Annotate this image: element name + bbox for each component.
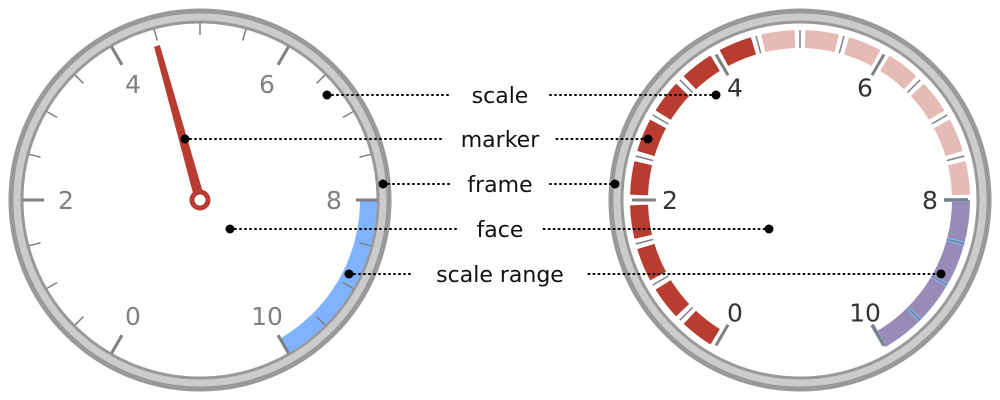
major-tick <box>276 334 290 355</box>
tick-label: 4 <box>727 73 743 102</box>
scale-segment <box>880 55 917 90</box>
scale-segment <box>655 83 690 120</box>
scale-segment <box>907 276 948 321</box>
leader-dot <box>378 179 388 189</box>
tick-label: 2 <box>662 186 678 215</box>
annotation-label-scale: scale <box>472 84 529 109</box>
annotation-label-face: face <box>477 218 524 243</box>
tick-label: 8 <box>922 186 938 215</box>
scale-segment <box>946 200 970 244</box>
tick-label: 6 <box>259 70 275 99</box>
minor-tick <box>931 114 948 125</box>
tick-label: 2 <box>58 186 74 215</box>
minor-tick <box>74 74 84 84</box>
tick-label: 8 <box>326 186 342 215</box>
minor-tick <box>342 110 354 119</box>
annotations: scale marker frame face scale range <box>180 84 946 288</box>
minor-tick <box>652 114 669 125</box>
scale-segment <box>843 37 881 67</box>
major-tick <box>276 45 290 66</box>
minor-tick <box>679 306 694 321</box>
minor-tick <box>241 28 247 41</box>
leader-dot <box>344 269 354 279</box>
minor-tick <box>635 238 654 245</box>
minor-tick <box>946 155 965 162</box>
leader-dot <box>936 269 946 279</box>
minor-tick <box>652 275 669 286</box>
minor-tick <box>316 74 326 84</box>
major-tick <box>870 323 886 347</box>
minor-tick <box>153 28 159 41</box>
scale-segment <box>910 83 945 120</box>
minor-tick <box>635 155 654 162</box>
marker-needle <box>154 45 205 202</box>
scale-segment <box>947 161 970 196</box>
tick-label: 10 <box>849 299 881 328</box>
minor-tick <box>931 275 948 286</box>
needle-gauge: 0 2 4 6 8 10 <box>8 8 392 392</box>
tick-label: 6 <box>857 73 873 102</box>
minor-tick <box>28 153 41 159</box>
scale-segment <box>876 307 921 348</box>
face <box>620 20 980 380</box>
segmented-gauge: 0 2 4 6 8 10 <box>608 8 992 392</box>
major-tick <box>870 53 886 77</box>
annotation-label-marker: marker <box>461 128 540 153</box>
scale-segment <box>630 204 653 239</box>
minor-tick <box>946 238 965 245</box>
leader-dot <box>643 134 653 144</box>
marker-pivot <box>189 189 211 211</box>
tick-label: 4 <box>125 70 141 99</box>
annotation-label-frame: frame <box>467 173 532 198</box>
scale-segment <box>630 161 653 196</box>
tick-label: 0 <box>125 302 141 331</box>
tick-label: 10 <box>251 302 283 331</box>
minor-tick <box>359 153 372 159</box>
major-tick <box>714 53 730 77</box>
scale-segment <box>804 30 839 53</box>
minor-tick <box>906 79 921 94</box>
scale-segment <box>683 310 720 345</box>
minor-tick <box>838 35 845 54</box>
minor-tick <box>316 316 326 326</box>
leader-dot <box>322 90 332 100</box>
scale-segment <box>683 55 720 90</box>
minor-tick <box>74 316 84 326</box>
minor-tick <box>359 241 372 247</box>
annotation-label-scale-range: scale range <box>436 263 564 288</box>
minor-tick <box>46 110 58 119</box>
major-tick <box>110 334 124 355</box>
scale-segment <box>761 30 796 53</box>
leader-dot <box>764 224 774 234</box>
minor-tick <box>342 281 354 290</box>
leader-dot <box>610 179 620 189</box>
leader-dot <box>711 90 721 100</box>
minor-tick <box>906 306 921 321</box>
minor-tick <box>46 281 58 290</box>
minor-tick <box>755 35 762 54</box>
major-tick <box>110 45 124 66</box>
tick-label: 0 <box>727 299 743 328</box>
minor-tick <box>28 241 41 247</box>
scale-segment <box>637 243 667 281</box>
scale-segment <box>719 37 757 67</box>
minor-tick <box>679 79 694 94</box>
scale-segment <box>933 119 963 157</box>
leader-dot <box>225 224 235 234</box>
leader-dot <box>180 134 190 144</box>
scale-segment <box>655 280 690 317</box>
major-tick <box>714 323 730 347</box>
scale-range <box>280 200 377 354</box>
